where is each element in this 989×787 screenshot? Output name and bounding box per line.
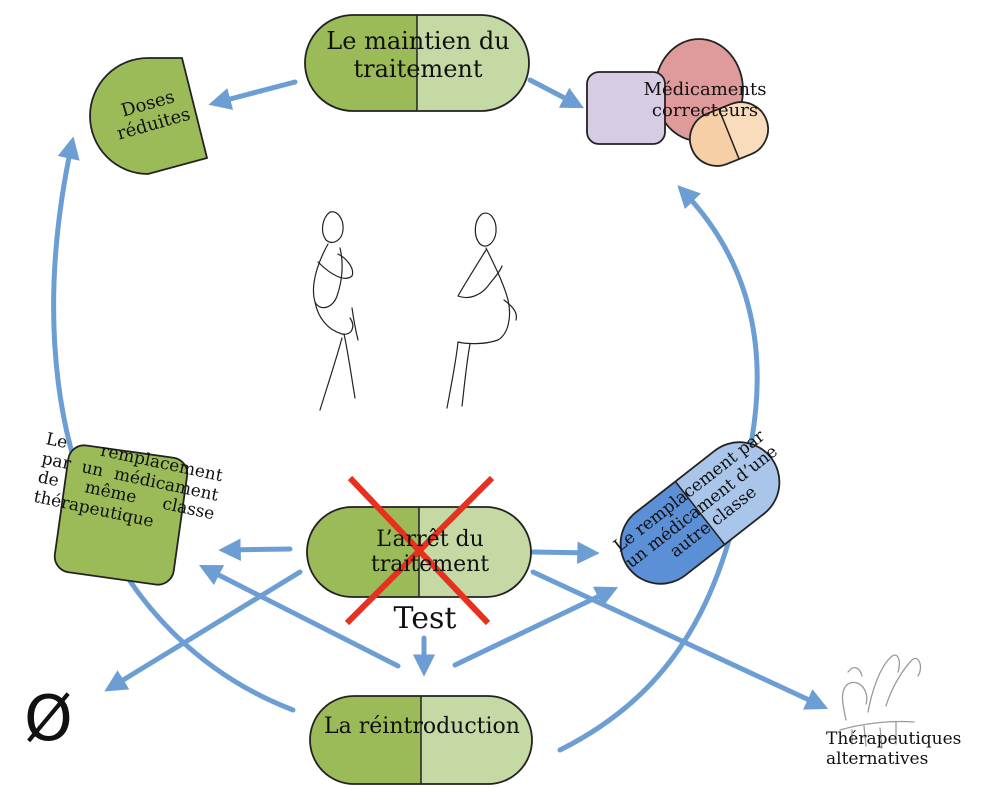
label-alternatives: Thérapeutiques alternatives [826, 729, 962, 769]
arrow-maintain-to-correctors [527, 77, 584, 109]
empty-set-symbol: Ø [24, 682, 73, 755]
plant-sketch [839, 654, 922, 749]
capsule-stop [307, 507, 531, 597]
arrow-test-to-same-class [198, 564, 401, 669]
arrow-stop-to-alternatives [530, 569, 829, 710]
arrow-stop-to-other-class [530, 541, 600, 564]
arrow-test-to-other-class [452, 586, 619, 668]
cross-mark [344, 475, 495, 626]
label-reintroduction: La réintroduction [324, 714, 520, 739]
capsule-maintain [305, 15, 529, 111]
arrow-stop-to-empty [104, 569, 303, 692]
capsule-other-class [604, 426, 796, 600]
label-test: Test [393, 601, 457, 636]
sketch-figures [312, 211, 517, 411]
doses-shape [89, 57, 209, 175]
capsule-reintroduction [310, 696, 532, 784]
label-stop: L’arrêt du traitement [370, 527, 490, 578]
same-class-shape [53, 444, 189, 586]
arrow-maintain-to-doses [208, 79, 298, 110]
arrow-stop-to-same-class [218, 538, 293, 562]
label-correctors: Médicaments correcteurs [643, 79, 767, 121]
arrows [51, 77, 829, 753]
arrow-left-arc-to-doses [51, 136, 296, 713]
label-maintain: Le maintien du traitement [326, 27, 510, 83]
